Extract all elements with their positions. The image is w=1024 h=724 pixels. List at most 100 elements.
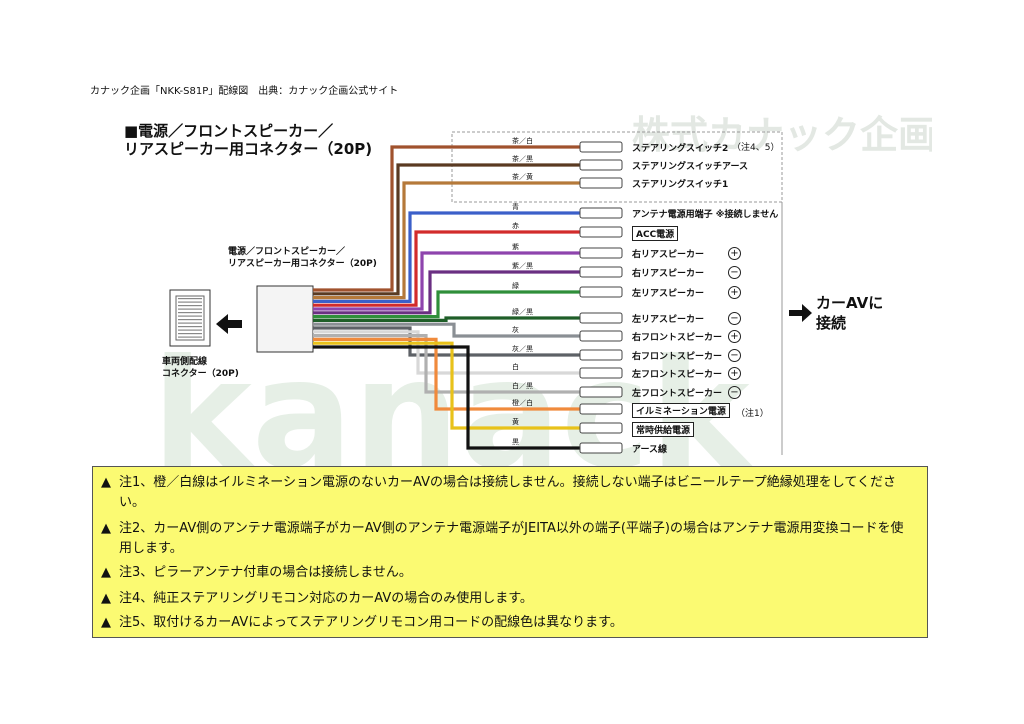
connector-pin (178, 326, 202, 328)
terminal (579, 207, 623, 219)
warning-triangle-icon: ▲ (101, 475, 111, 490)
terminal (579, 403, 623, 415)
vehicle-connector-pins (178, 298, 202, 338)
terminal (579, 141, 623, 153)
wire-color-label: 紫 (512, 243, 519, 251)
wire-color-label: 茶／白 (512, 137, 533, 145)
wire-color-label: 橙／白 (512, 399, 533, 407)
connector-pin (178, 315, 202, 317)
terminal (579, 422, 623, 434)
minus-icon: − (728, 266, 741, 279)
car-av-label-line2: 接続 (816, 314, 847, 332)
wire-function-label: 右フロントスピーカー (632, 352, 723, 362)
warning-triangle-icon: ▲ (101, 615, 111, 630)
left-arrow-icon (216, 314, 242, 334)
terminal (579, 177, 623, 189)
connector-pin (178, 312, 202, 314)
wire (313, 316, 582, 322)
terminal (579, 312, 623, 324)
wire (313, 145, 582, 292)
wire-function-label: アンテナ電源用端子 ※接続しません (632, 210, 779, 220)
connector-label-line1: 電源／フロントスピーカー／ (228, 247, 346, 257)
wire-color-label: 灰／黒 (512, 345, 533, 353)
terminal (579, 226, 623, 238)
connector-pin (178, 322, 202, 324)
wire-color-label: 青 (512, 203, 519, 211)
warning-triangle-icon: ▲ (101, 521, 111, 536)
steering-group-box (451, 131, 783, 203)
wire-function-label: アース線 (632, 445, 668, 455)
vehicle-connector-inner (175, 295, 205, 341)
note-5: ▲注5、取付けるカーAVによってステアリングリモコン用コードの配線色は異なります… (101, 613, 921, 633)
diagram-title-line1: ■電源／フロントスピーカー／ (124, 122, 334, 140)
wire (313, 211, 582, 303)
wire (313, 322, 582, 338)
notes-box: ▲注1、橙／白線はイルミネーション電源のないカーAVの場合は接続しません。接続し… (92, 466, 928, 638)
minus-icon: − (728, 386, 741, 399)
warning-triangle-icon: ▲ (101, 565, 111, 580)
connector-pin (178, 298, 202, 300)
wire (313, 345, 582, 450)
terminal (579, 386, 623, 398)
vehicle-label-line1: 車両側配線 (162, 357, 208, 367)
connector-label-line2: リアスピーカー用コネクター（20P) (228, 259, 377, 269)
wire (313, 230, 582, 307)
wire (313, 181, 582, 300)
wire-function-label: 右リアスピーカー (632, 250, 705, 260)
wire-function-label: ACC電源 (632, 226, 679, 241)
plus-icon: + (728, 330, 741, 343)
connector-pin (178, 319, 202, 321)
harness-connector (256, 285, 314, 353)
wire-color-label: 茶／黄 (512, 173, 533, 181)
connector-pin (178, 336, 202, 338)
right-arrow-icon (789, 304, 812, 322)
terminal (579, 247, 623, 259)
wire-function-label: ステアリングスイッチ1 (632, 180, 729, 190)
wire-function-label: 右フロントスピーカー (632, 333, 723, 343)
wire-color-label: 赤 (512, 222, 519, 230)
plus-icon: + (728, 367, 741, 380)
wire-color-label: 黒 (512, 438, 519, 446)
wire (313, 326, 582, 357)
wire-color-label: 灰 (512, 326, 519, 334)
plus-icon: + (728, 286, 741, 299)
minus-icon: − (728, 312, 741, 325)
connector-pin (178, 301, 202, 303)
wire-color-label: 紫／黒 (512, 262, 533, 270)
minus-icon: − (728, 349, 741, 362)
diagram-title-line2: リアスピーカー用コネクター（20P) (124, 140, 373, 158)
document-caption: カナック企画「NKK-S81P」配線図 出典：カナック企画公式サイト (90, 86, 399, 97)
connector-pin (178, 308, 202, 310)
wire-function-label: 左リアスピーカー (632, 315, 705, 325)
warning-triangle-icon: ▲ (101, 591, 111, 606)
wire-function-label: 常時供給電源 (632, 422, 695, 437)
terminal (579, 159, 623, 171)
plus-icon: + (728, 247, 741, 260)
wire (313, 334, 582, 394)
connector-pin (178, 329, 202, 331)
terminals-group (579, 141, 623, 454)
wire (313, 270, 582, 315)
wire (313, 251, 582, 311)
wire (313, 341, 582, 430)
wire-color-label: 緑 (512, 282, 519, 290)
wire-function-label: イルミネーション電源 (632, 403, 730, 418)
wire-function-label: ステアリングスイッチアース (632, 162, 749, 172)
terminal (579, 349, 623, 361)
illumination-note: （注1） (736, 409, 769, 419)
steering-note: （注4、5） (732, 143, 780, 153)
wire (313, 337, 582, 411)
note-1: ▲注1、橙／白線はイルミネーション電源のないカーAVの場合は接続しません。接続し… (101, 475, 897, 510)
wire-color-label: 緑／黒 (512, 308, 533, 316)
terminal (579, 330, 623, 342)
wire-function-label: 左フロントスピーカー (632, 370, 723, 380)
terminal (579, 286, 623, 298)
terminal (579, 442, 623, 454)
wire-function-label: 左フロントスピーカー (632, 389, 723, 399)
wire (313, 290, 582, 319)
vehicle-label-line2: コネクター（20P) (162, 369, 239, 379)
wire (313, 330, 582, 375)
wire-color-label: 白 (512, 363, 519, 371)
wire-function-label: 右リアスピーカー (632, 269, 705, 279)
wire-color-label: 茶／黒 (512, 155, 533, 163)
